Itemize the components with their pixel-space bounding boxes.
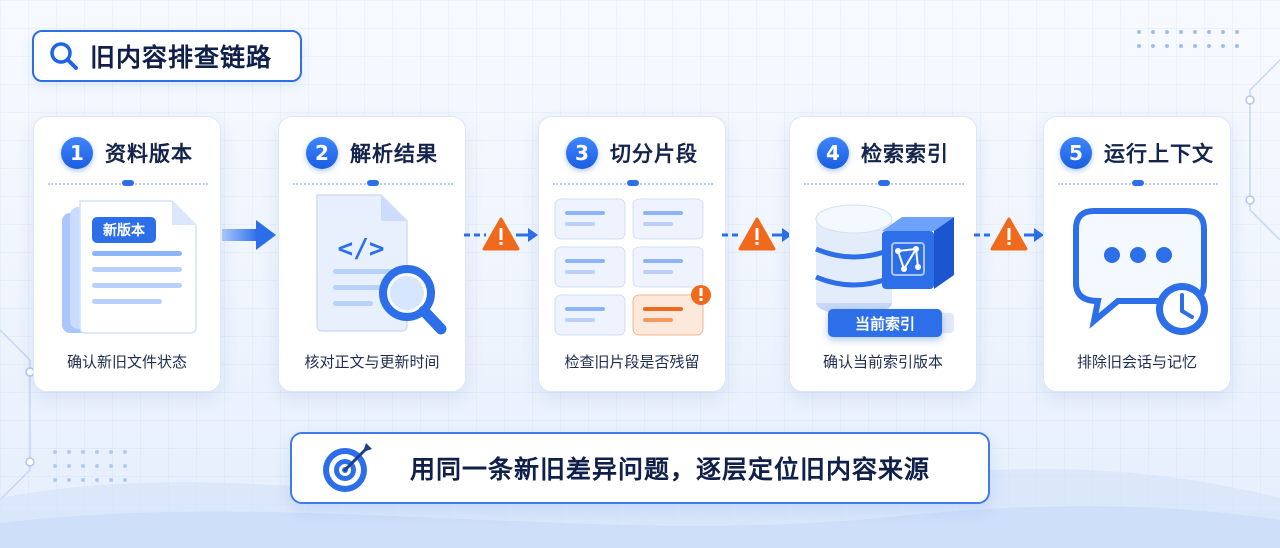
step-number: 4 — [817, 137, 849, 169]
step-caption: 确认新旧文件状态 — [66, 353, 187, 371]
new-version-badge: 新版本 — [92, 217, 156, 243]
step-header: 4 检索索引 — [790, 133, 976, 173]
step-number: 3 — [566, 137, 598, 169]
step-card-4: 4 检索索引 当前索引 确认当前索引版本 — [789, 116, 977, 392]
page-title-box: 旧内容排查链路 — [32, 30, 302, 82]
step-title: 资料版本 — [105, 142, 193, 166]
page-title: 旧内容排查链路 — [90, 43, 273, 72]
divider — [1058, 180, 1218, 186]
step-card-5: 5 运行上下文 排除旧会话与记忆 — [1043, 116, 1231, 392]
step-header: 5 运行上下文 — [1044, 133, 1230, 173]
code-document-search-icon — [316, 194, 447, 335]
step-header: 3 切分片段 — [539, 133, 725, 173]
chat-clock-icon — [1073, 208, 1208, 335]
step-card-1: 1 资料版本 新版本 确认新旧文件状态 — [33, 116, 221, 392]
search-icon — [50, 42, 78, 70]
step-caption: 核对正文与更新时间 — [304, 353, 440, 371]
step-title: 运行上下文 — [1104, 142, 1214, 166]
step-card-3: 3 切分片段 检查旧片段是否残留 — [538, 116, 726, 392]
step-title: 检索索引 — [861, 142, 949, 166]
step-caption: 检查旧片段是否残留 — [564, 353, 700, 371]
code-glyph: </> — [337, 234, 385, 264]
target-icon — [323, 443, 372, 492]
database-index-icon — [815, 204, 954, 333]
step-caption: 排除旧会话与记忆 — [1076, 353, 1197, 371]
divider — [804, 180, 964, 186]
dot-grid-bottom-left — [53, 450, 127, 482]
summary-banner: 用同一条新旧差异问题，逐层定位旧内容来源 — [290, 432, 990, 504]
step-caption: 确认当前索引版本 — [822, 353, 943, 371]
step-title: 切分片段 — [610, 142, 698, 166]
warning-connector — [722, 217, 792, 251]
arrow-right-icon — [222, 220, 276, 250]
dot-grid-top-right — [1137, 30, 1239, 48]
divider — [293, 180, 453, 186]
document-stack-icon — [62, 200, 197, 334]
step-number: 2 — [306, 137, 338, 169]
step-title: 解析结果 — [350, 142, 438, 166]
warning-connector — [974, 217, 1044, 251]
warning-connector — [464, 217, 538, 251]
step-header: 1 资料版本 — [34, 133, 220, 173]
step-card-2: 2 解析结果 </> 核对正文与更新时间 — [278, 116, 466, 392]
step-number: 5 — [1060, 137, 1092, 169]
banner-text: 用同一条新旧差异问题，逐层定位旧内容来源 — [410, 455, 931, 484]
step-header: 2 解析结果 — [279, 133, 465, 173]
divider — [48, 180, 208, 186]
current-index-badge: 当前索引 — [828, 309, 942, 337]
step-number: 1 — [61, 137, 93, 169]
divider — [553, 180, 713, 186]
chunk-grid-icon — [554, 198, 711, 336]
